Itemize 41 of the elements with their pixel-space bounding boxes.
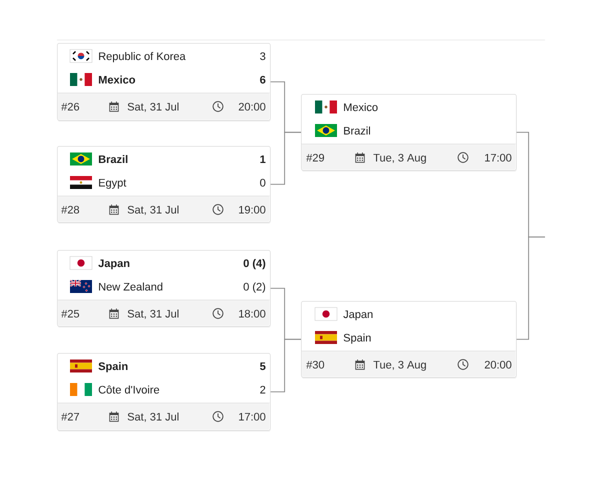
match-time: 18:00 — [239, 310, 266, 318]
team-name: Mexico — [344, 103, 378, 112]
team-name: Brazil — [344, 126, 370, 135]
team-name: Japan — [343, 310, 372, 320]
match-time: 17:00 — [485, 154, 512, 162]
team-name: Egypt — [99, 178, 126, 189]
team-name: Brazil — [98, 155, 128, 164]
bracket-line — [516, 236, 546, 340]
score: 5 — [260, 362, 266, 370]
match-date: Sat, 31 Jul — [128, 102, 178, 112]
match-date: Tue, 3 Aug — [373, 360, 426, 371]
match-number: #28 — [61, 206, 80, 214]
match-date: Sat, 31 Jul — [128, 206, 178, 215]
team-name: Japan — [98, 259, 130, 270]
score: 0 — [260, 178, 266, 187]
match-time: 20:00 — [238, 102, 266, 111]
bracket-line — [270, 338, 302, 392]
match-time: 17:00 — [239, 412, 266, 421]
match-date: Sat, 31 Jul — [128, 412, 178, 422]
match-number: #27 — [61, 412, 79, 420]
match-number: #26 — [61, 102, 80, 111]
match-number: #30 — [306, 360, 324, 369]
score: 2 — [260, 386, 266, 394]
team-name: Spain — [98, 362, 128, 372]
score: 6 — [260, 76, 266, 84]
team-name: Republic of Korea — [99, 52, 186, 62]
team-name: Spain — [344, 334, 371, 344]
match-number: #29 — [306, 154, 324, 162]
bracket-line — [270, 132, 302, 185]
team-name: New Zealand — [99, 282, 162, 291]
match-time: 20:00 — [484, 360, 512, 369]
match-number: #25 — [61, 310, 80, 318]
match-date: Tue, 3 Aug — [373, 154, 426, 164]
team-name: Côte d'Ivoire — [98, 386, 160, 394]
match-date: Sat, 31 Jul — [128, 310, 178, 319]
match-time: 19:00 — [239, 206, 266, 214]
score: 1 — [260, 155, 266, 163]
score: 3 — [260, 52, 266, 60]
score: 0 (4) — [244, 259, 266, 270]
score: 0 (2) — [244, 282, 266, 293]
team-name: Mexico — [98, 76, 136, 84]
